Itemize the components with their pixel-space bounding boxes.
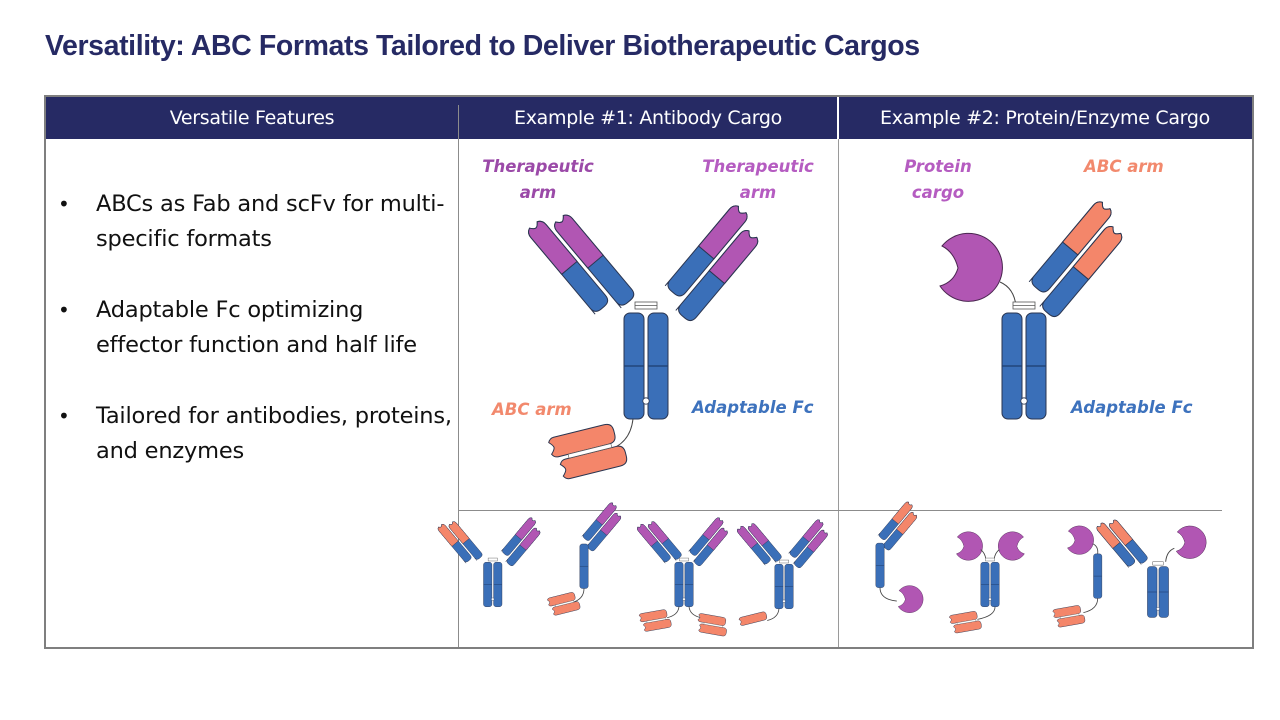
label-line: Therapeutic (702, 157, 814, 176)
header-example-2: Example #2: Protein/Enzyme Cargo (880, 107, 1210, 129)
example2-variant-3 (1052, 525, 1103, 628)
example2-variant-1 (875, 501, 924, 613)
abc-scfv (548, 421, 629, 481)
therapeutic-fab-left (526, 203, 637, 323)
label-protein-cargo: Protein cargo (888, 154, 988, 206)
label-line: cargo (911, 183, 965, 202)
label-line: arm (739, 183, 777, 202)
adaptable-fc (1002, 313, 1046, 419)
adaptable-fc (624, 313, 668, 419)
header-example-1: Example #1: Antibody Cargo (514, 107, 782, 129)
slide-title: Versatility: ABC Formats Tailored to Del… (45, 30, 920, 62)
protein-cargo (939, 232, 1003, 302)
label-therapeutic-arm-left: Therapeutic arm (478, 154, 598, 206)
hinge (634, 301, 658, 310)
bullet-icon: • (58, 298, 70, 322)
label-adaptable-fc-2: Adaptable Fc (1071, 398, 1193, 417)
column-divider (838, 97, 839, 647)
example2-main-antibody (939, 199, 1132, 419)
feature-item: • Tailored for antibodies, proteins, and… (54, 399, 454, 469)
label-line: arm (519, 183, 557, 202)
label-adaptable-fc: Adaptable Fc (692, 398, 814, 417)
example1-variant-1 (437, 517, 545, 607)
header-divider (837, 97, 839, 139)
therapeutic-fab-right (657, 203, 768, 323)
feature-text: Adaptable Fc optimizing effector functio… (96, 297, 417, 358)
label-abc-arm: ABC arm (492, 400, 572, 419)
feature-text: Tailored for antibodies, proteins, and e… (96, 403, 452, 464)
label-therapeutic-arm-right: Therapeutic arm (698, 154, 818, 206)
feature-item: • Adaptable Fc optimizing effector funct… (54, 293, 454, 363)
column-divider (458, 105, 459, 647)
example1-variant-3 (636, 517, 732, 637)
feature-item: • ABCs as Fab and scFv for multi-specifi… (54, 187, 454, 257)
example1-variant-2 (547, 502, 625, 617)
bullet-icon: • (58, 404, 70, 428)
hinge (1012, 301, 1036, 310)
table-header-row: Versatile Features Example #1: Antibody … (46, 97, 1252, 139)
feature-text: ABCs as Fab and scFv for multi-specific … (96, 191, 445, 252)
example1-variant-4 (736, 519, 832, 627)
bullet-icon: • (58, 192, 70, 216)
example2-variant-2 (949, 531, 1025, 634)
example2-variant-4 (1095, 514, 1207, 617)
label-line: Protein (904, 157, 972, 176)
example1-main-antibody (526, 203, 769, 481)
feature-list: • ABCs as Fab and scFv for multi-specifi… (54, 187, 454, 505)
label-line: Therapeutic (482, 157, 594, 176)
header-versatile-features: Versatile Features (169, 107, 335, 129)
label-abc-arm-2: ABC arm (1084, 157, 1164, 176)
row-divider (459, 510, 1222, 511)
abc-fab (1021, 199, 1132, 319)
